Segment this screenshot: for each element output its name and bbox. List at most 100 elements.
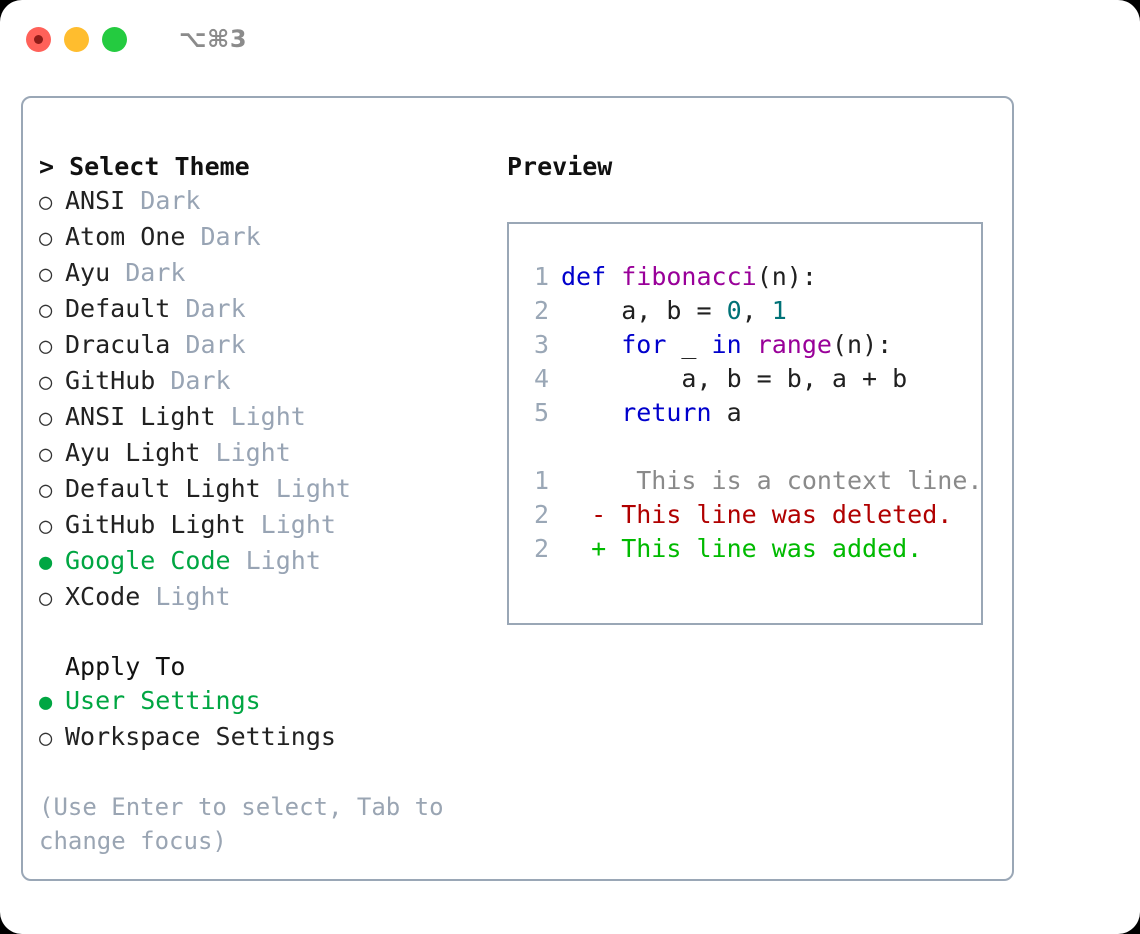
code-token-kw: def <box>561 262 622 291</box>
line-number: 2 <box>533 296 549 325</box>
theme-option-xcode[interactable]: ○XCode Light <box>39 580 503 616</box>
theme-option-default-light[interactable]: ○Default Light Light <box>39 472 503 508</box>
theme-variant-tag: Light <box>260 510 336 539</box>
line-number: 3 <box>533 330 549 359</box>
theme-variant-tag: Light <box>215 438 291 467</box>
theme-option-ansi-light[interactable]: ○ANSI Light Light <box>39 400 503 436</box>
theme-variant-tag: Dark <box>170 366 231 395</box>
code-token-pl <box>742 330 757 359</box>
radio-unselected-icon: ○ <box>39 406 53 431</box>
theme-variant-tag: Dark <box>185 330 246 359</box>
preview-header: Preview <box>507 152 613 181</box>
list-spacer <box>39 616 503 650</box>
theme-option-label: Default <box>65 294 186 323</box>
theme-option-atom-one[interactable]: ○ Atom One Dark <box>39 220 503 256</box>
select-theme-header: > Select Theme <box>39 152 250 181</box>
code-token-pl: (n): <box>756 262 817 291</box>
diff-line-text: This is a context line. <box>561 466 983 495</box>
theme-option-label: ANSI <box>65 186 141 215</box>
radio-unselected-icon: ○ <box>39 262 53 287</box>
theme-option-label: ANSI Light <box>65 402 231 431</box>
theme-option-label: GitHub Light <box>65 510 261 539</box>
apply-to-option-label: User Settings <box>65 686 261 715</box>
radio-unselected-icon: ○ <box>39 334 53 359</box>
apply-to-option-list: ● User Settings ○ Workspace Settings <box>39 684 503 756</box>
apply-to-option-workspace-settings[interactable]: ○ Workspace Settings <box>39 720 503 756</box>
code-line-text: a, b = b, a + b <box>561 362 907 396</box>
line-number: 2 <box>533 500 549 529</box>
radio-unselected-icon: ○ <box>39 726 53 751</box>
radio-unselected-icon: ○ <box>39 226 53 251</box>
theme-variant-tag: Dark <box>140 186 201 215</box>
theme-option-label: GitHub <box>65 366 171 395</box>
close-button[interactable] <box>26 26 51 52</box>
theme-option-ansi[interactable]: ○ ANSI Dark <box>39 184 503 220</box>
theme-option-ayu-light[interactable]: ○Ayu Light Light <box>39 436 503 472</box>
code-token-pl: a <box>711 398 742 427</box>
theme-option-ayu[interactable]: ○ Ayu Dark <box>39 256 503 292</box>
theme-option-default[interactable]: ○ Default Dark <box>39 292 503 328</box>
content-panel: > Select Theme ○ANSI Dark○Atom One Dark○… <box>21 96 1014 881</box>
theme-variant-tag: Light <box>245 546 321 575</box>
diff-line: 1 This is a context line. <box>523 464 983 498</box>
code-line-text: a, b = 0, 1 <box>561 294 787 328</box>
theme-variant-tag: Dark <box>125 258 186 287</box>
code-line-text: def fibonacci(n): <box>561 260 817 294</box>
radio-unselected-icon: ○ <box>39 478 53 503</box>
theme-variant-tag: Dark <box>185 294 246 323</box>
code-token-pl: a, b = b, a + b <box>561 364 908 393</box>
theme-option-label: Google Code <box>65 546 246 575</box>
diff-sample: 1 This is a context line.2 - This line w… <box>523 464 983 566</box>
radio-selected-icon: ● <box>39 690 53 715</box>
apply-to-option-user-settings[interactable]: ● User Settings <box>39 684 503 720</box>
maximize-button[interactable] <box>102 26 127 52</box>
theme-option-github[interactable]: ○GitHub Dark <box>39 364 503 400</box>
code-token-pl: a, b = <box>561 296 727 325</box>
code-token-pl <box>561 398 621 427</box>
code-token-fn: range <box>756 330 832 359</box>
radio-unselected-icon: ○ <box>39 442 53 467</box>
code-line: 5 return a <box>523 396 981 430</box>
code-line: 4 a, b = b, a + b <box>523 362 981 396</box>
theme-option-label: Ayu <box>65 258 126 287</box>
theme-option-label: Atom One <box>65 222 201 251</box>
radio-unselected-icon: ○ <box>39 298 53 323</box>
code-diff-separator <box>523 430 981 464</box>
radio-selected-icon: ● <box>39 550 53 575</box>
theme-option-github-light[interactable]: ○GitHub Light Light <box>39 508 503 544</box>
code-token-pl <box>561 330 621 359</box>
code-token-num: 0 <box>726 296 742 325</box>
diff-line: 2 - This line was deleted. <box>523 498 981 532</box>
code-token-kw: return <box>621 398 712 427</box>
code-line-text: for _ in range(n): <box>561 328 892 362</box>
code-token-fn: fibonacci <box>621 262 757 291</box>
line-number: 4 <box>533 364 549 393</box>
diff-line-text: - This line was deleted. <box>561 500 953 529</box>
code-line: 1 def fibonacci(n): <box>523 260 981 294</box>
theme-option-google-code[interactable]: ● Google Code Light <box>39 544 503 580</box>
code-line-text: return a <box>561 396 742 430</box>
radio-unselected-icon: ○ <box>39 190 53 215</box>
minimize-button[interactable] <box>64 26 89 52</box>
window-controls <box>26 26 127 52</box>
line-number: 2 <box>533 534 549 563</box>
code-token-pl: _ <box>666 330 712 359</box>
code-token-pl: , <box>741 296 772 325</box>
apply-to-header: Apply To <box>65 652 186 681</box>
code-token-kw: in <box>711 330 742 359</box>
code-token-num: 1 <box>771 296 787 325</box>
theme-option-label: Dracula <box>65 330 186 359</box>
theme-option-list: ○ ANSI Dark ○ Atom One Dark ○ Ayu Dark ○ Defaul… <box>39 184 503 616</box>
theme-option-label: XCode <box>65 582 156 611</box>
line-number: 1 <box>533 262 549 291</box>
apply-to-option-label: Workspace Settings <box>65 722 336 751</box>
diff-line: 2 + This line was added. <box>523 532 981 566</box>
theme-variant-tag: Dark <box>200 222 261 251</box>
theme-option-label: Default Light <box>65 474 276 503</box>
theme-option-dracula[interactable]: ○ Dracula Dark <box>39 328 503 364</box>
keyboard-shortcut-label: ⌥⌘3 <box>179 25 248 53</box>
theme-variant-tag: Light <box>155 582 231 611</box>
